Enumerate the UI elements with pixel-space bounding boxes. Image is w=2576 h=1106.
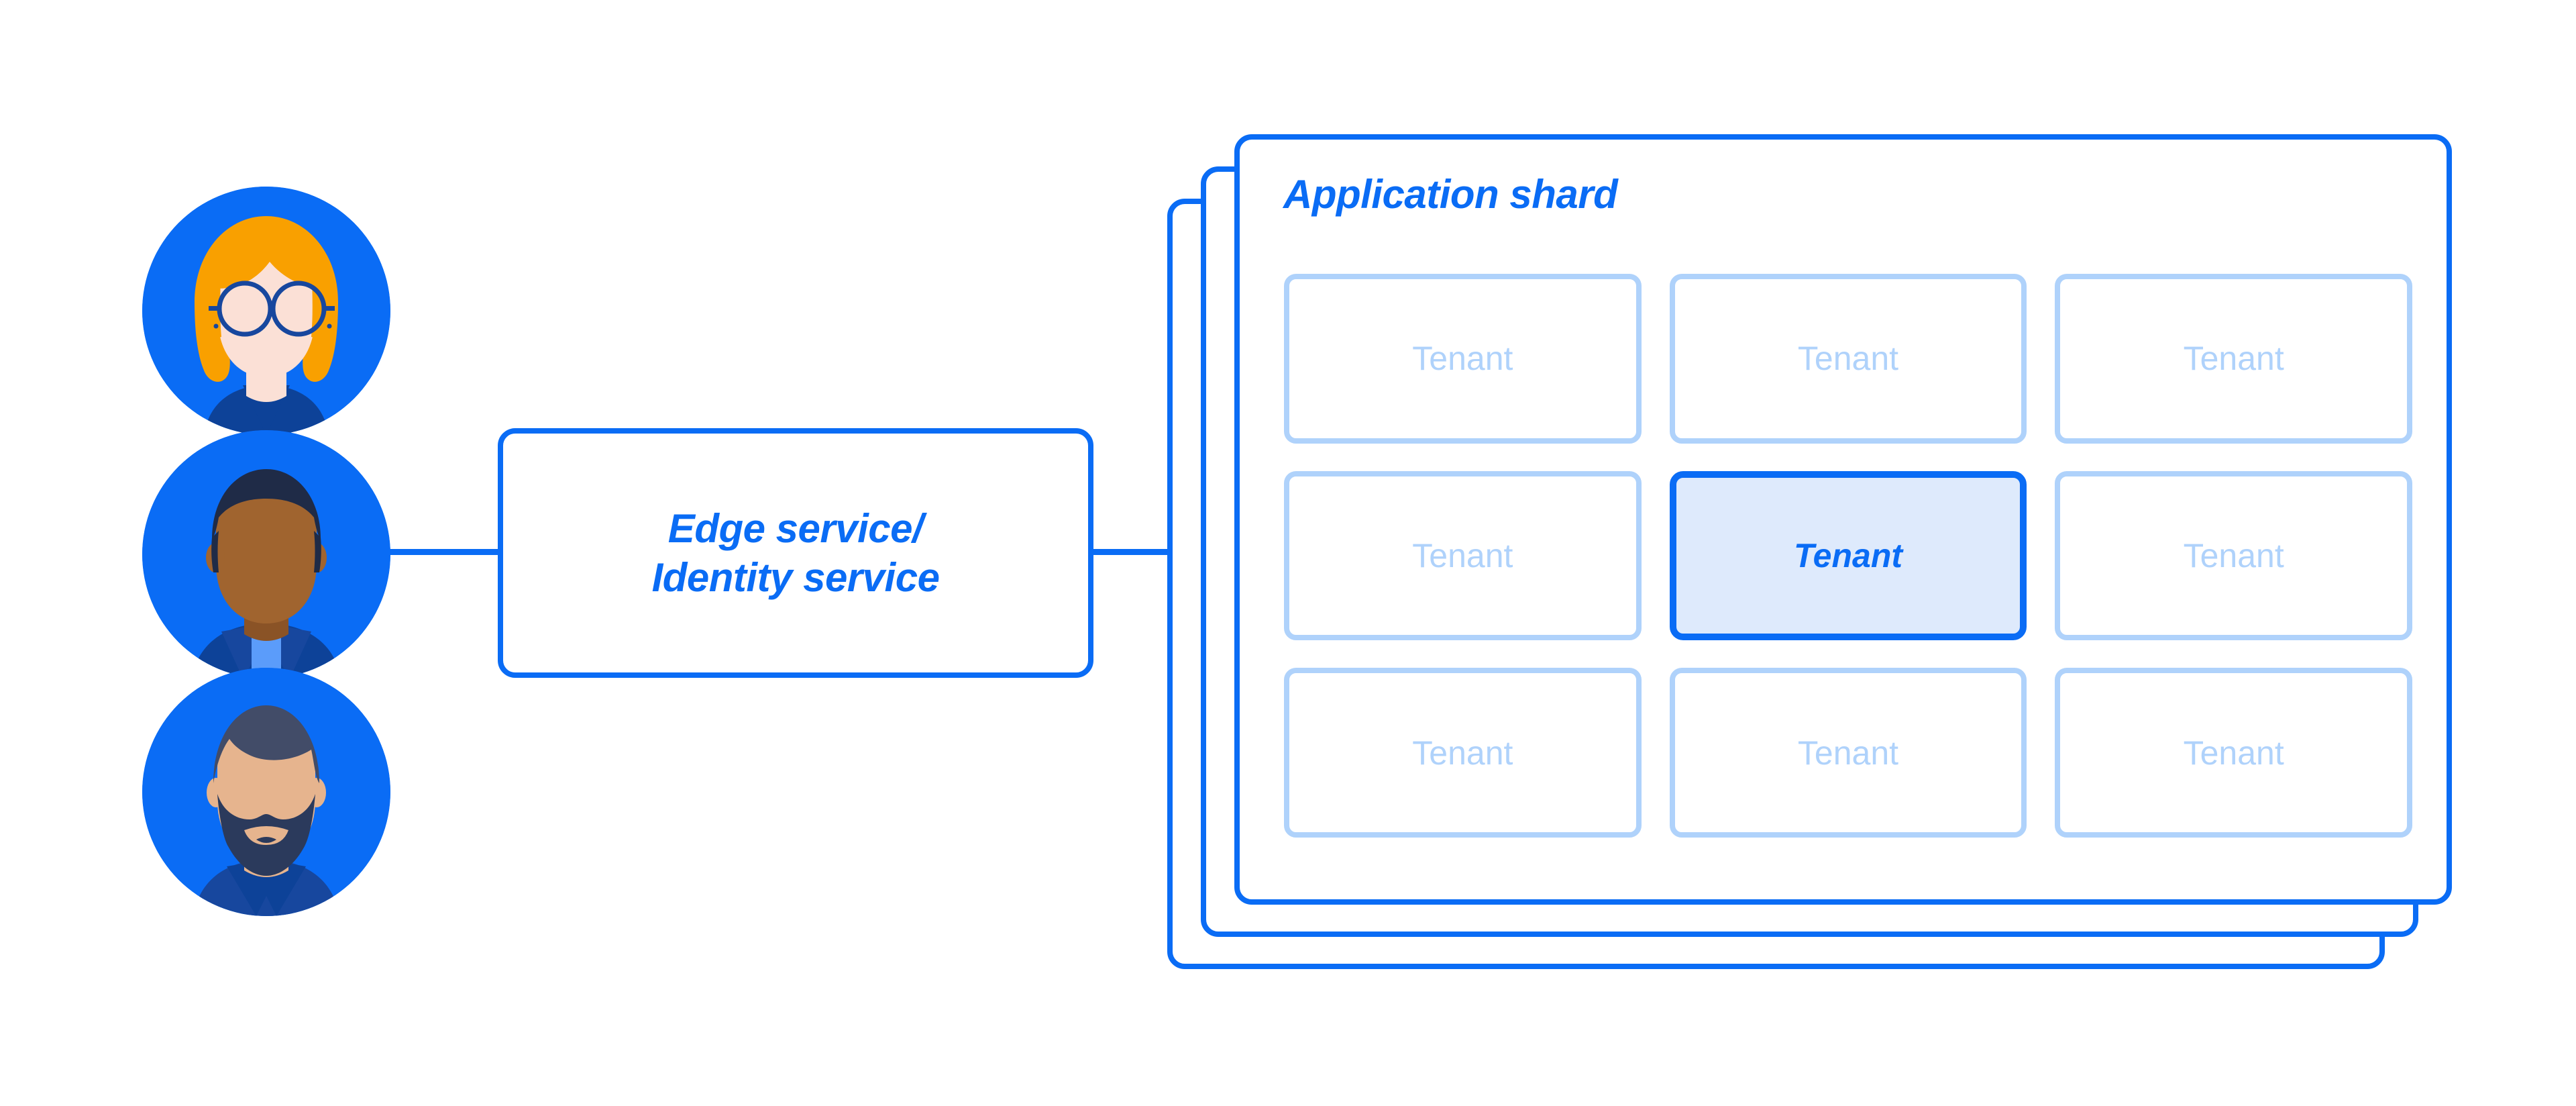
tenant-card-7[interactable]: Tenant bbox=[1284, 668, 1642, 838]
tenant-card-1[interactable]: Tenant bbox=[1284, 274, 1642, 444]
application-shard-title: Application shard bbox=[1283, 172, 1618, 217]
edge-service-label: Edge service/ Identity service bbox=[651, 505, 940, 600]
tenant-label: Tenant bbox=[1797, 734, 1899, 772]
tenant-card-8[interactable]: Tenant bbox=[1669, 668, 2027, 838]
tenant-label: Tenant bbox=[2183, 536, 2284, 574]
connector-edge-service-to-shard-stack bbox=[1091, 549, 1173, 555]
tenant-card-2[interactable]: Tenant bbox=[1669, 274, 2027, 444]
tenant-label: Tenant bbox=[1412, 340, 1513, 378]
tenant-card-9[interactable]: Tenant bbox=[2055, 668, 2412, 838]
tenant-card-4[interactable]: Tenant bbox=[1284, 470, 1642, 641]
edge-service-box[interactable]: Edge service/ Identity service bbox=[498, 428, 1093, 678]
tenant-label-active: Tenant bbox=[1793, 536, 1903, 574]
application-shard-card-front[interactable]: Application shard Tenant Tenant Tenant T… bbox=[1234, 134, 2452, 905]
tenant-label: Tenant bbox=[1797, 340, 1899, 378]
tenant-label: Tenant bbox=[1412, 734, 1513, 772]
connector-users-to-edge-service bbox=[388, 549, 500, 555]
tenant-label: Tenant bbox=[2183, 734, 2284, 772]
tenant-card-5-active[interactable]: Tenant bbox=[1669, 470, 2027, 641]
tenant-card-6[interactable]: Tenant bbox=[2055, 470, 2412, 641]
user-avatar-man-beard bbox=[142, 668, 390, 916]
tenant-grid: Tenant Tenant Tenant Tenant Tenant Tenan… bbox=[1284, 274, 2412, 838]
tenant-card-3[interactable]: Tenant bbox=[2055, 274, 2412, 444]
user-avatar-woman-glasses bbox=[142, 187, 390, 435]
tenant-label: Tenant bbox=[2183, 340, 2284, 378]
user-avatar-man-short-hair bbox=[142, 430, 390, 678]
tenant-label: Tenant bbox=[1412, 536, 1513, 574]
